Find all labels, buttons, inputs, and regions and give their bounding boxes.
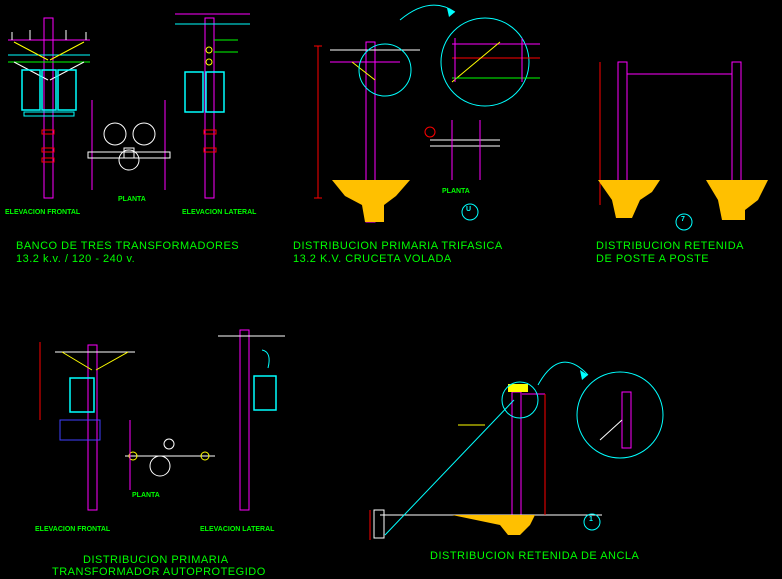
transformer-bank-side-elevation: [175, 13, 250, 199]
sp-title-line1: DISTRIBUCION PRIMARIA: [83, 554, 229, 566]
tp-marker: U: [466, 206, 472, 213]
tb-side-label: ELEVACION LATERAL: [182, 209, 257, 216]
ag-title: DISTRIBUCION RETENIDA DE ANCLA: [430, 550, 640, 562]
tb-plan-label: PLANTA: [118, 196, 146, 203]
transformer-bank-plan: [87, 100, 171, 190]
self-protected-plan: [125, 420, 215, 490]
self-protected-front-elevation: [39, 342, 135, 511]
tb-title-line2: 13.2 k.v. / 120 - 240 v.: [16, 253, 136, 265]
pp-title-line2: DE POSTE A POSTE: [596, 253, 710, 265]
tp-plan-label: PLANTA: [442, 188, 470, 195]
three-phase-detail: [399, 4, 540, 107]
self-protected-side-elevation: [218, 329, 285, 511]
three-phase-elevation: [314, 41, 420, 223]
sp-front-label: ELEVACION FRONTAL: [35, 526, 111, 533]
pole-to-pole-guy: [598, 61, 768, 231]
tp-title-line1: DISTRIBUCION PRIMARIA TRIFASICA: [293, 240, 503, 252]
transformer-bank-front-elevation: [8, 17, 90, 199]
tb-front-label: ELEVACION FRONTAL: [5, 209, 81, 216]
sp-plan-label: PLANTA: [132, 492, 160, 499]
anchor-guy: [369, 361, 664, 540]
sp-side-label: ELEVACION LATERAL: [200, 526, 275, 533]
pp-title-line1: DISTRIBUCION RETENIDA: [596, 240, 745, 252]
tp-title-line2: 13.2 K.V. CRUCETA VOLADA: [293, 253, 452, 265]
three-phase-plan: [424, 120, 500, 221]
sp-title-line2: TRANSFORMADOR AUTOPROTEGIDO: [52, 566, 266, 578]
ag-marker: 1: [589, 516, 593, 523]
pp-marker: 7: [681, 216, 685, 223]
tb-title-line1: BANCO DE TRES TRANSFORMADORES: [16, 240, 240, 252]
